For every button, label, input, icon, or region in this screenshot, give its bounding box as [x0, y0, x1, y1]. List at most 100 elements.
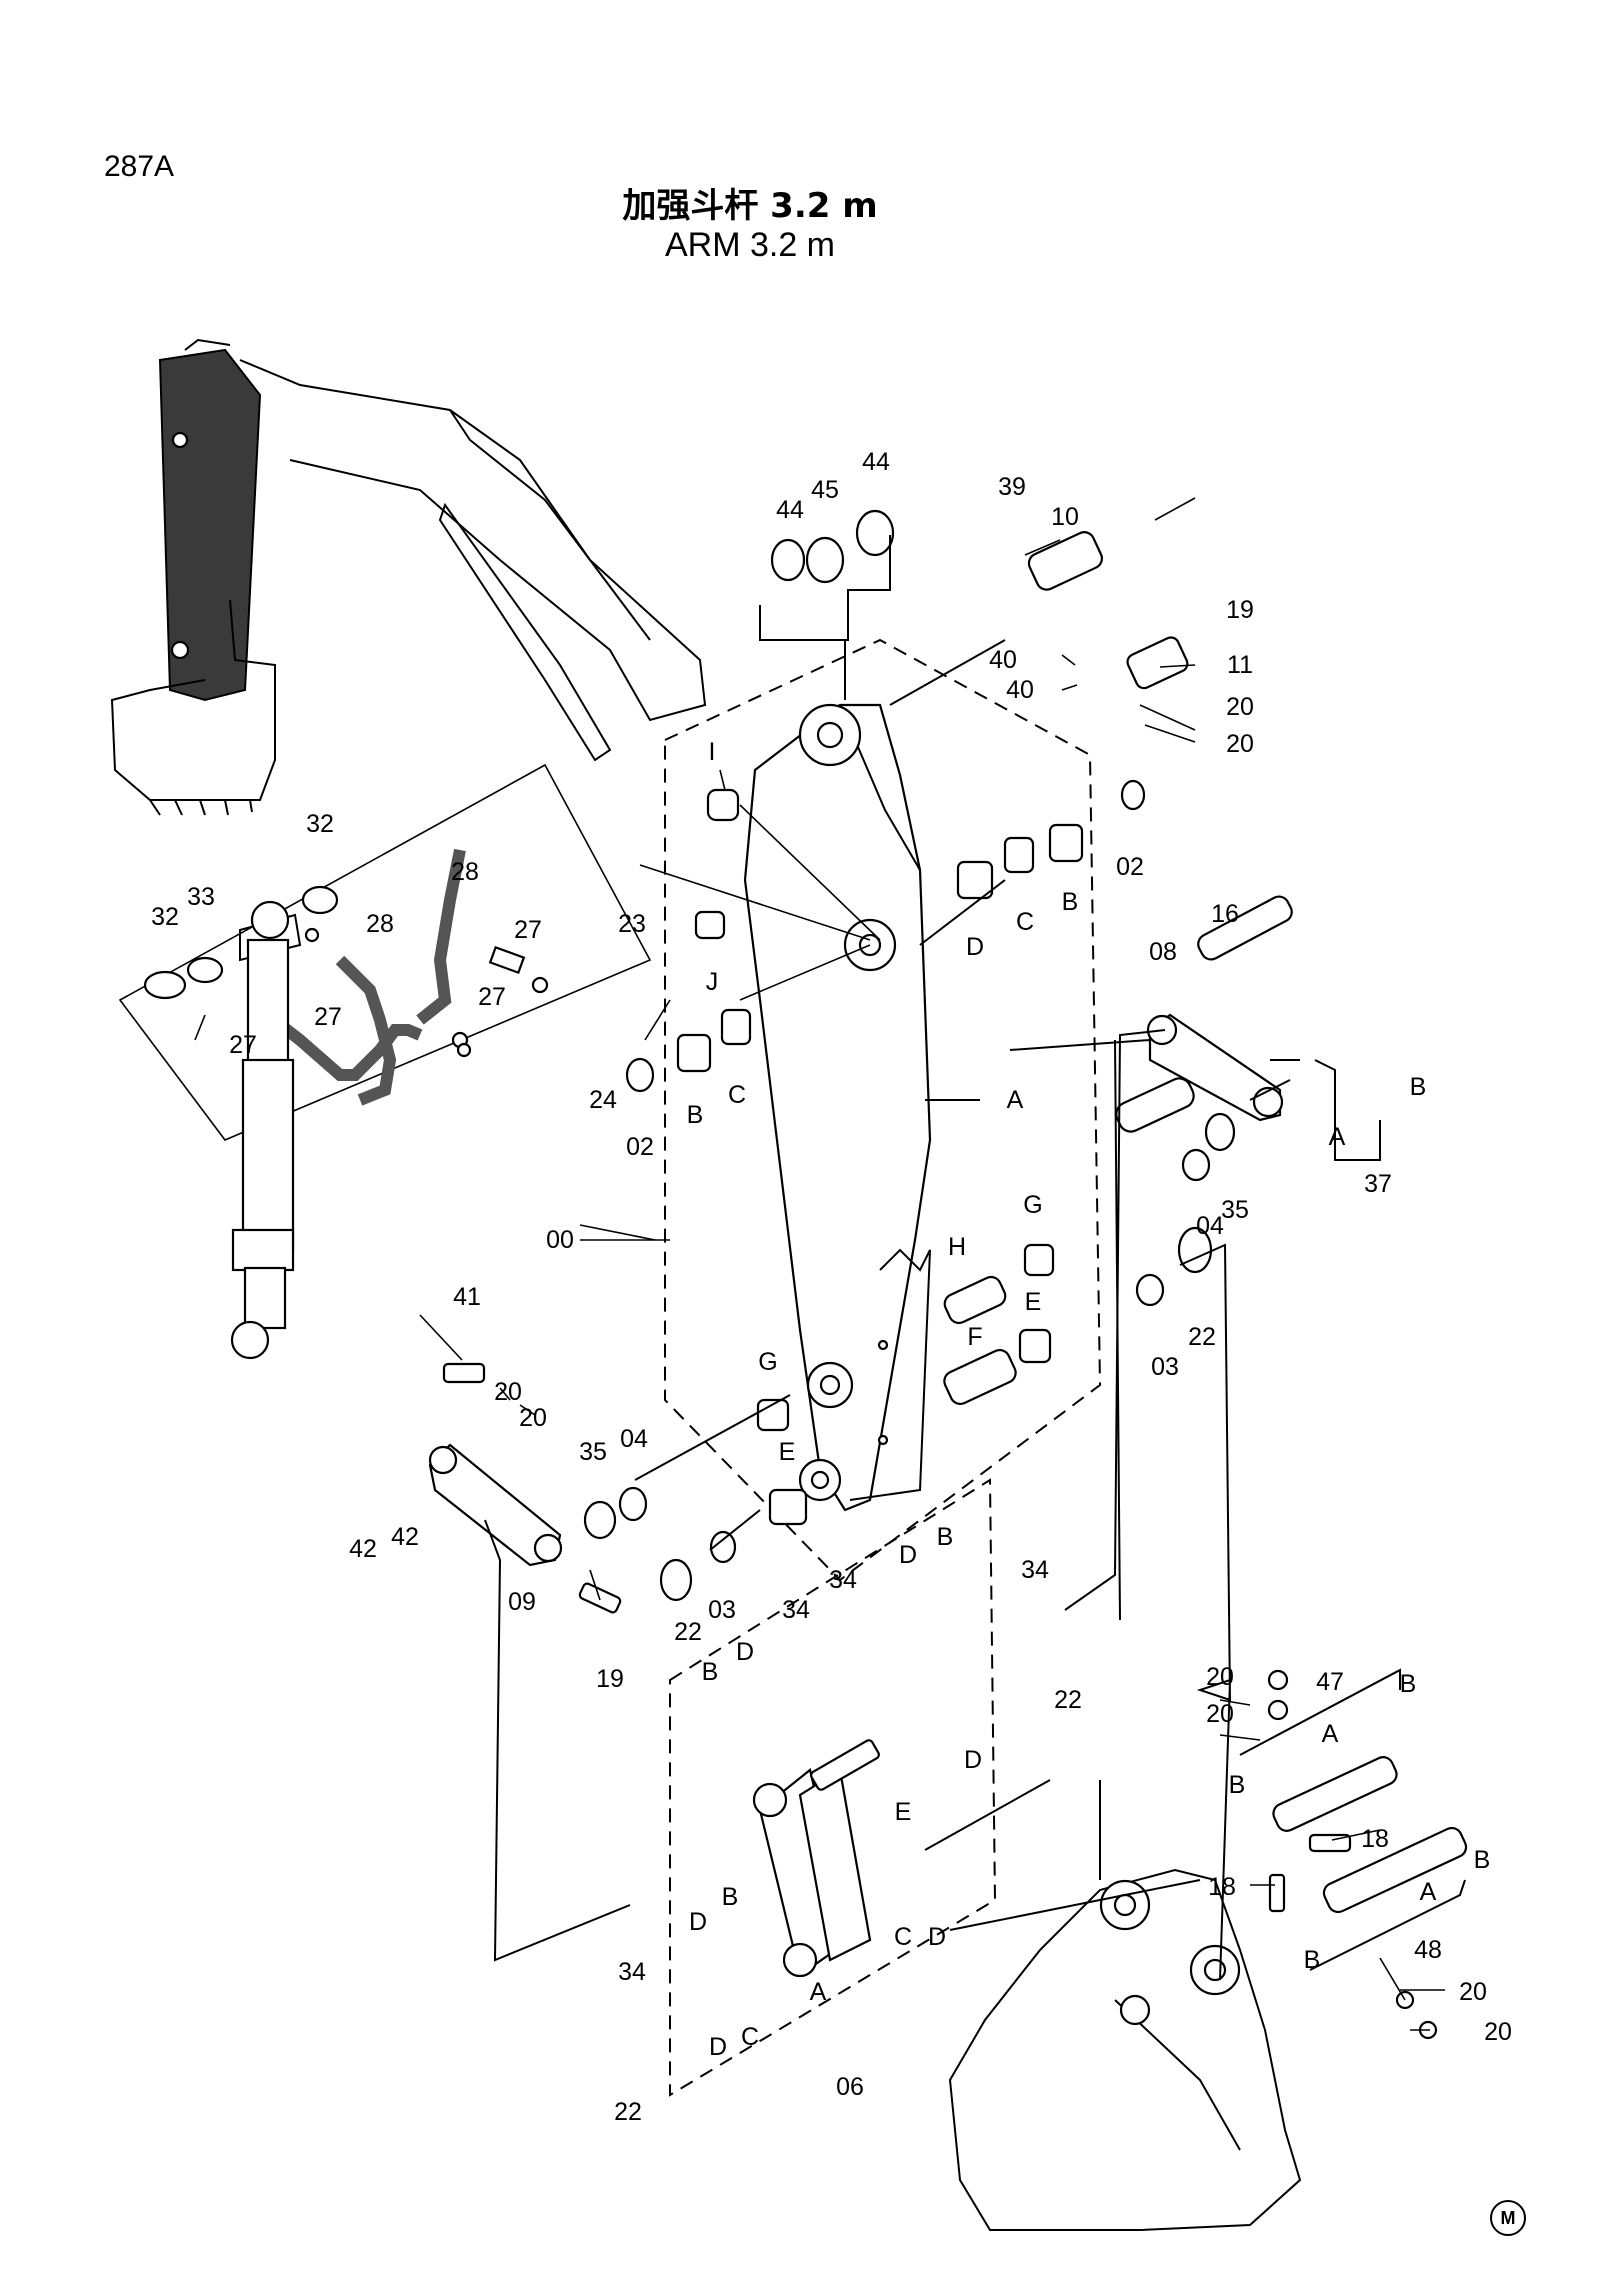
callout-34: 34	[618, 1958, 646, 1986]
label-C: C	[1016, 908, 1034, 936]
callout-27: 27	[478, 983, 506, 1011]
label-D: D	[966, 933, 984, 961]
hose-assembly-group	[118, 763, 652, 1141]
callout-34: 34	[829, 1566, 857, 1594]
callout-35: 35	[1221, 1196, 1249, 1224]
diagram-title-english: ARM 3.2 m	[664, 226, 836, 264]
callout-22: 22	[614, 2098, 642, 2126]
callout-34: 34	[782, 1596, 810, 1624]
callout-22: 22	[1054, 1686, 1082, 1714]
callout-48: 48	[1414, 1936, 1442, 1964]
label-D: D	[899, 1541, 917, 1569]
label-F: F	[967, 1323, 982, 1351]
callout-42: 42	[391, 1523, 419, 1551]
label-C: C	[741, 2023, 759, 2051]
callout-00: 00	[546, 1226, 574, 1254]
bushings-and-pins	[583, 509, 1293, 1602]
callout-04: 04	[1196, 1212, 1224, 1240]
label-D: D	[709, 2033, 727, 2061]
page-number: 287A	[104, 150, 175, 183]
callout-32: 32	[151, 903, 179, 931]
callout-42: 42	[349, 1535, 377, 1563]
callout-27: 27	[229, 1031, 257, 1059]
bucket-pins-illustration	[1267, 1669, 1468, 2040]
callout-23: 23	[618, 910, 646, 938]
label-A: A	[1420, 1878, 1437, 1906]
arm-body-illustration	[743, 703, 932, 1512]
callout-16: 16	[1211, 900, 1239, 928]
callout-11: 11	[1227, 651, 1253, 679]
label-B: B	[1229, 1771, 1246, 1799]
callout-19: 19	[1226, 596, 1254, 624]
label-E: E	[895, 1798, 912, 1826]
callout-19: 19	[596, 1665, 624, 1693]
label-B: B	[722, 1883, 739, 1911]
callout-09: 09	[508, 1588, 536, 1616]
callout-20: 20	[494, 1378, 522, 1406]
callout-34: 34	[1021, 1556, 1049, 1584]
label-D: D	[928, 1923, 946, 1951]
label-B: B	[1062, 888, 1079, 916]
callout-10: 10	[1051, 503, 1079, 531]
callout-41: 41	[453, 1283, 481, 1311]
excavator-overview-illustration	[110, 338, 707, 816]
label-B: B	[1304, 1946, 1321, 1974]
callout-08: 08	[1149, 938, 1177, 966]
callout-18: 18	[1208, 1873, 1236, 1901]
callout-37: 37	[1364, 1170, 1392, 1198]
label-D: D	[689, 1908, 707, 1936]
callout-labels: 00 02 02 03 03 04 04 06 08 09 10 11 16 1…	[151, 448, 1512, 2126]
callout-27: 27	[314, 1003, 342, 1031]
callout-44: 44	[776, 496, 804, 524]
label-J: J	[706, 968, 719, 996]
callout-20: 20	[1226, 730, 1254, 758]
label-C: C	[728, 1081, 746, 1109]
label-B: B	[1474, 1846, 1491, 1874]
callout-27: 27	[514, 916, 542, 944]
label-G: G	[1023, 1191, 1042, 1219]
callout-45: 45	[811, 476, 839, 504]
callout-22: 22	[674, 1618, 702, 1646]
links-illustration	[428, 1013, 1284, 1614]
callout-24: 24	[589, 1086, 617, 1114]
diagram-title-chinese: 加强斗杆 3.2 m	[622, 186, 878, 226]
callout-39: 39	[998, 473, 1026, 501]
callout-06: 06	[836, 2073, 864, 2101]
callout-03: 03	[1151, 1353, 1179, 1381]
label-B: B	[702, 1658, 719, 1686]
callout-20: 20	[1226, 693, 1254, 721]
callout-33: 33	[187, 883, 215, 911]
callout-20: 20	[1459, 1978, 1487, 2006]
callout-20: 20	[1484, 2018, 1512, 2046]
label-D: D	[964, 1746, 982, 1774]
callout-20: 20	[519, 1404, 547, 1432]
label-B: B	[937, 1523, 954, 1551]
label-E: E	[779, 1438, 796, 1466]
manufacturer-mark: M	[1490, 2200, 1526, 2236]
link-assembly-boundary	[669, 1478, 997, 2097]
callout-32: 32	[306, 810, 334, 838]
callout-28: 28	[451, 858, 479, 886]
callout-02: 02	[1116, 853, 1144, 881]
label-I: I	[709, 738, 716, 766]
leader-lines	[194, 497, 1466, 2031]
callout-35: 35	[579, 1438, 607, 1466]
label-B: B	[687, 1101, 704, 1129]
callout-18: 18	[1361, 1825, 1389, 1853]
h-link-illustration	[752, 1739, 880, 1978]
callout-02: 02	[626, 1133, 654, 1161]
label-C: C	[894, 1923, 912, 1951]
label-A: A	[1322, 1720, 1339, 1748]
label-B: B	[1410, 1073, 1427, 1101]
callout-44: 44	[862, 448, 890, 476]
label-E: E	[1025, 1288, 1042, 1316]
callout-28: 28	[366, 910, 394, 938]
callout-22: 22	[1188, 1323, 1216, 1351]
label-A: A	[1329, 1123, 1346, 1151]
label-H: H	[948, 1233, 966, 1261]
callout-20: 20	[1206, 1700, 1234, 1728]
callout-40: 40	[1006, 676, 1034, 704]
label-A: A	[1007, 1086, 1024, 1114]
callout-47: 47	[1316, 1668, 1344, 1696]
